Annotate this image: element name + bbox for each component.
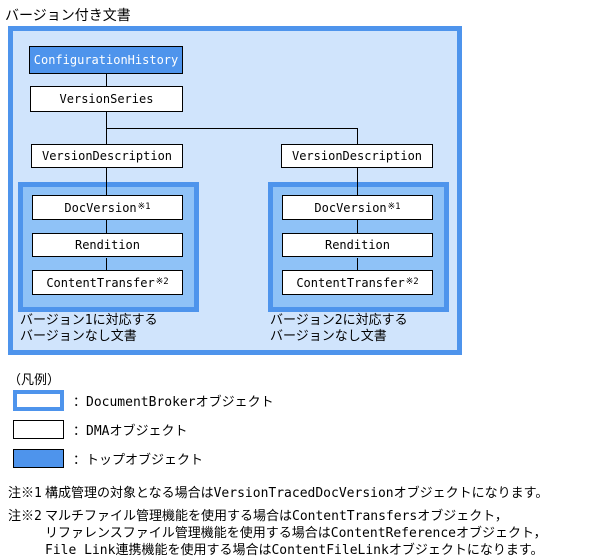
legend-label: ：DocumentBrokerオブジェクト: [73, 394, 274, 410]
connector-line: [106, 128, 358, 129]
legend-item-documentbroker: ：DocumentBrokerオブジェクト: [13, 389, 274, 411]
caption-line: バージョン2に対応する: [270, 313, 408, 328]
node-doc-version-left: DocVersion※1: [32, 195, 183, 220]
node-label: ContentTransfer: [46, 275, 155, 290]
node-label: VersionSeries: [59, 92, 154, 106]
node-label: ContentTransfer: [296, 275, 405, 290]
caption-line: バージョンなし文書: [270, 329, 387, 344]
note-reference: ※2: [155, 277, 169, 287]
connector-line: [357, 220, 358, 233]
node-configuration-history: ConfigurationHistory: [29, 46, 183, 74]
node-version-description-right: VersionDescription: [281, 144, 433, 168]
legend-label: ：DMAオブジェクト: [73, 423, 188, 439]
note2-text-line1: マルチファイル管理機能を使用する場合はContentTransfersオブジェク…: [45, 509, 508, 524]
caption-line: バージョン1に対応する: [20, 313, 158, 328]
node-version-description-left: VersionDescription: [31, 144, 183, 168]
top-object-swatch: [13, 448, 64, 468]
dma-swatch: [13, 419, 64, 439]
node-rendition-left: Rendition: [32, 233, 183, 257]
connector-line: [106, 168, 107, 195]
node-content-transfer-right: ContentTransfer※2: [282, 270, 433, 295]
connector-line: [357, 258, 358, 270]
node-label: ConfigurationHistory: [33, 53, 179, 67]
node-label: Rendition: [74, 238, 141, 252]
note-reference: ※1: [387, 202, 401, 212]
note2-marker: 注※2: [8, 509, 42, 524]
connector-line: [106, 220, 107, 233]
node-version-series: VersionSeries: [30, 86, 183, 112]
caption-version1: バージョン1に対応する バージョンなし文書: [20, 313, 158, 345]
note1-marker: 注※1: [8, 486, 42, 501]
node-doc-version-right: DocVersion※1: [282, 195, 433, 220]
documentbroker-swatch: [13, 389, 64, 411]
node-label: DocVersion: [314, 200, 387, 215]
note2-text-line2: リファレンスファイル管理機能を使用する場合はContentReferenceオブ…: [45, 526, 547, 541]
node-label: Rendition: [324, 238, 391, 252]
note-reference: ※1: [137, 202, 151, 212]
legend-title: （凡例）: [8, 373, 61, 388]
connector-line: [106, 73, 107, 86]
caption-version2: バージョン2に対応する バージョンなし文書: [270, 313, 408, 345]
legend-label: ：トップオブジェクト: [73, 452, 204, 468]
node-content-transfer-left: ContentTransfer※2: [32, 270, 183, 295]
caption-line: バージョンなし文書: [20, 329, 137, 344]
note2-text-line3: File Link連携機能を使用する場合はContentFileLinkオブジェ…: [45, 543, 544, 558]
legend-item-dma: ：DMAオブジェクト: [13, 418, 187, 440]
connector-line: [106, 258, 107, 270]
note-reference: ※2: [405, 277, 419, 287]
node-label: DocVersion: [64, 200, 137, 215]
connector-line: [357, 128, 358, 145]
node-rendition-right: Rendition: [282, 233, 433, 257]
note1-text: 構成管理の対象となる場合はVersionTracedDocVersionオブジェ…: [45, 486, 549, 501]
node-label: VersionDescription: [41, 149, 173, 163]
connector-line: [357, 168, 358, 195]
node-label: VersionDescription: [291, 149, 423, 163]
legend-item-top-object: ：トップオブジェクト: [13, 447, 203, 469]
diagram-title: バージョン付き文書: [5, 8, 131, 24]
